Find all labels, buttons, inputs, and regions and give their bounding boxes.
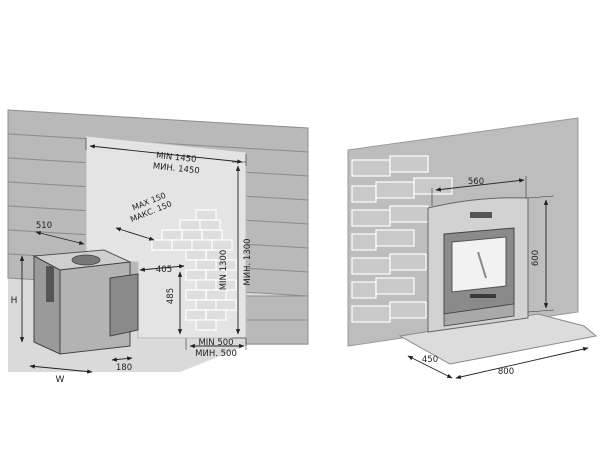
label-405: 405	[156, 265, 172, 275]
dim-line-800	[455, 346, 589, 380]
left-installation-scene: MIN 1450 МИН. 1450 MAX 150 МАКС. 150 MIN…	[7, 109, 309, 385]
panel-bricks	[151, 209, 237, 331]
right-installation-scene: 560 600 450 800	[347, 117, 598, 380]
dim-line-560	[435, 178, 525, 192]
sauna-stove	[32, 249, 139, 355]
label-min-500-ru: МИН. 500	[195, 349, 237, 359]
dim-line-510	[35, 231, 85, 245]
label-600: 600	[531, 250, 541, 266]
dim-line-450	[407, 355, 453, 379]
label-min-1450-ru: МИН. 1450	[152, 162, 200, 177]
label-w: W	[56, 375, 65, 385]
label-510: 510	[36, 221, 52, 231]
dim-line-min-1450	[89, 144, 243, 164]
label-560: 560	[468, 177, 484, 187]
wall-bricks	[351, 155, 453, 323]
label-h: H	[11, 296, 18, 306]
label-485: 485	[166, 288, 176, 304]
label-800: 800	[498, 367, 514, 377]
dim-line-180	[111, 356, 133, 362]
label-min-500: MIN 500	[198, 338, 233, 348]
dim-line-max-150	[115, 227, 155, 241]
label-min-1300: MIN 1300	[219, 250, 229, 291]
label-min-1300-ru: МИН. 1300	[243, 238, 253, 285]
dim-line-405	[139, 264, 185, 272]
label-450: 450	[422, 355, 438, 365]
dim-line-w	[29, 364, 93, 374]
label-180: 180	[116, 363, 132, 373]
brand-plate	[470, 212, 492, 218]
label-min-1450: MIN 1450	[156, 151, 197, 165]
fireplace-insert	[427, 197, 529, 333]
